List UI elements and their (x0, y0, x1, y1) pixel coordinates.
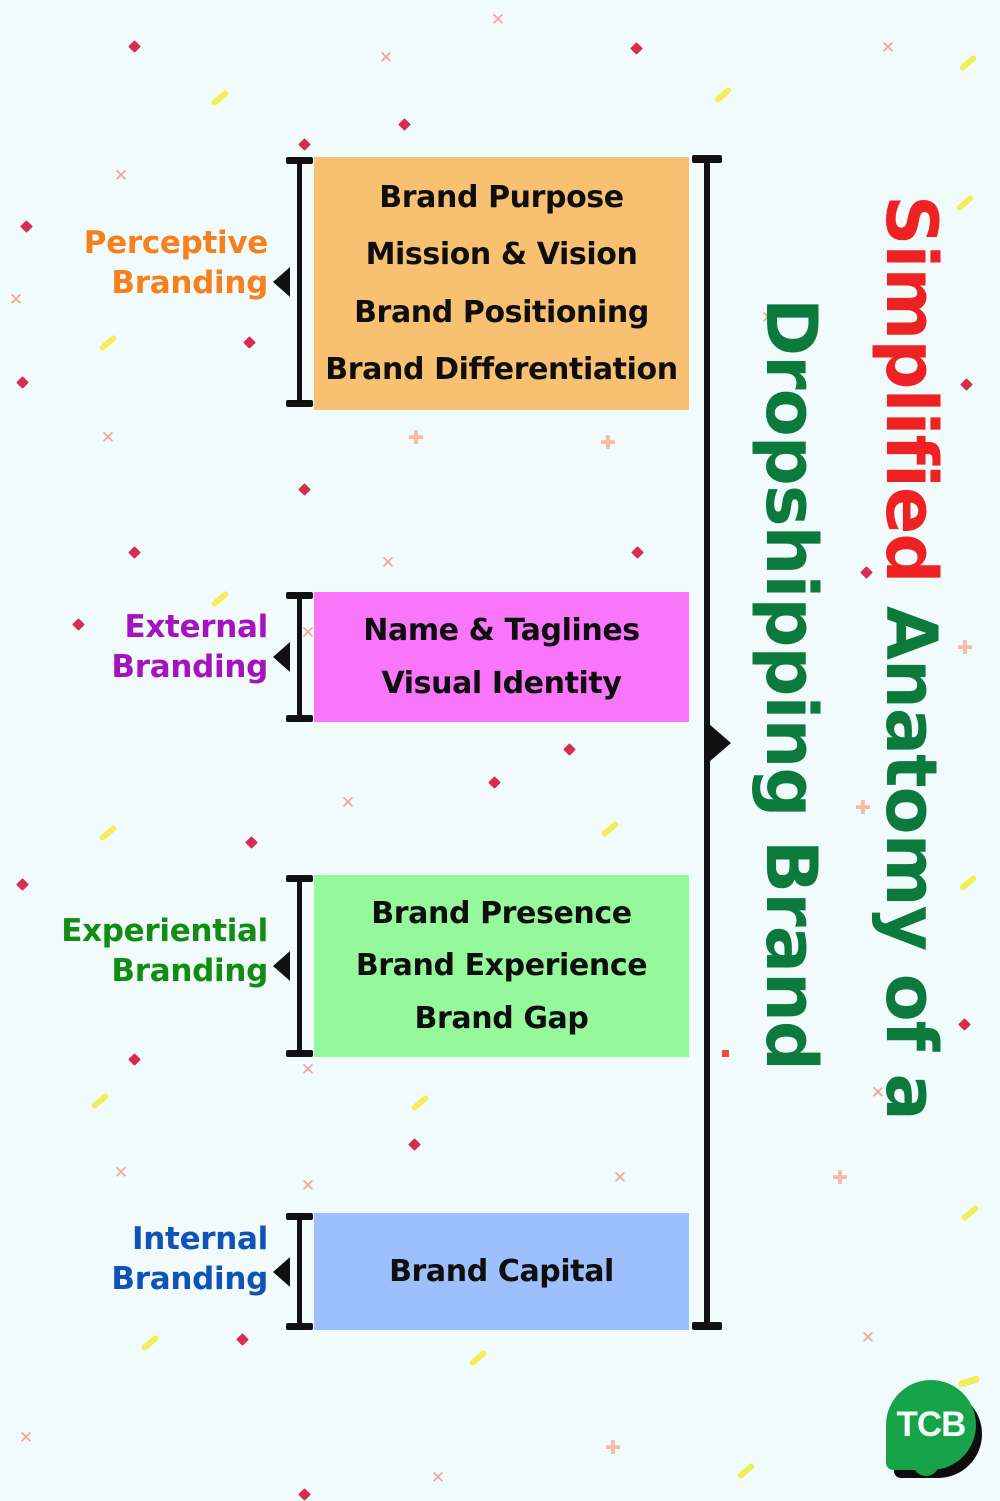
outer-bracket-cap-bottom-icon (692, 1322, 722, 1330)
category-label-perceptive: Perceptive Branding (8, 224, 269, 303)
box-item: Brand Differentiation (325, 351, 678, 387)
box-item: Mission & Vision (365, 237, 638, 273)
logo-disc-icon: TCB (886, 1380, 976, 1470)
tcb-logo[interactable]: TCB (886, 1374, 986, 1480)
box-item: Brand Gap (414, 1001, 589, 1037)
outer-bracket (692, 155, 731, 1330)
box-item: Visual Identity (381, 666, 622, 701)
category-label-external: External Branding (8, 608, 268, 687)
category-label-external-line1: External (124, 609, 268, 645)
bracket-arrow-left-icon (273, 1256, 290, 1287)
box-item: Brand Experience (355, 948, 648, 984)
category-label-internal: Internal Branding (8, 1220, 268, 1299)
page-title-word-simplified: Simplified (870, 195, 952, 583)
box-item: Brand Purpose (379, 180, 624, 216)
box-experiential-branding: Brand Presence Brand Experience Brand Ga… (314, 875, 689, 1057)
bracket-arrow-left-icon (273, 267, 290, 297)
bracket-cap-bottom-icon (286, 1050, 313, 1057)
bracket-stem (297, 592, 302, 722)
box-internal-branding: Brand Capital (314, 1213, 689, 1330)
box-external-branding: Name & Taglines Visual Identity (314, 592, 689, 722)
bracket-internal (273, 1213, 313, 1330)
bracket-perceptive (273, 157, 313, 407)
bracket-cap-bottom-icon (286, 1323, 313, 1330)
bracket-stem (297, 875, 302, 1057)
page-title-rest-line-1: Anatomy of a (870, 582, 952, 1120)
bracket-stem (297, 1213, 302, 1330)
bracket-cap-bottom-icon (286, 715, 313, 722)
logo-text: TCB (896, 1405, 967, 1444)
category-label-experiential-line2: Branding (111, 952, 268, 989)
box-item: Brand Capital (389, 1254, 614, 1289)
category-label-internal-line2: Branding (111, 1260, 268, 1297)
page-title-line-1: Simplified Anatomy of a (870, 195, 952, 1120)
bracket-experiential (273, 875, 313, 1057)
box-item: Brand Presence (371, 895, 632, 931)
category-label-perceptive-line1: Perceptive (83, 225, 269, 261)
logo-nub-icon (913, 1458, 939, 1476)
outer-bracket-arrow-right-icon (709, 723, 731, 762)
category-label-internal-line1: Internal (132, 1221, 268, 1257)
bracket-external (273, 592, 313, 722)
outer-bracket-stem (704, 155, 710, 1330)
bracket-arrow-left-icon (273, 951, 290, 981)
bracket-cap-bottom-icon (286, 400, 313, 407)
box-item: Name & Taglines (363, 613, 640, 648)
category-label-external-line2: Branding (111, 648, 268, 685)
box-perceptive-branding: Brand Purpose Mission & Vision Brand Pos… (314, 157, 689, 410)
category-label-experiential-line1: Experiential (61, 913, 268, 949)
bracket-arrow-left-icon (273, 642, 290, 672)
box-item: Brand Positioning (354, 294, 649, 330)
page-title-line-2: Dropshipping Brand (750, 298, 832, 1070)
category-label-perceptive-line2: Branding (111, 264, 268, 301)
logo-spark-icon (957, 1374, 981, 1389)
category-label-experiential: Experiential Branding (8, 912, 268, 991)
bracket-stem (297, 157, 302, 407)
